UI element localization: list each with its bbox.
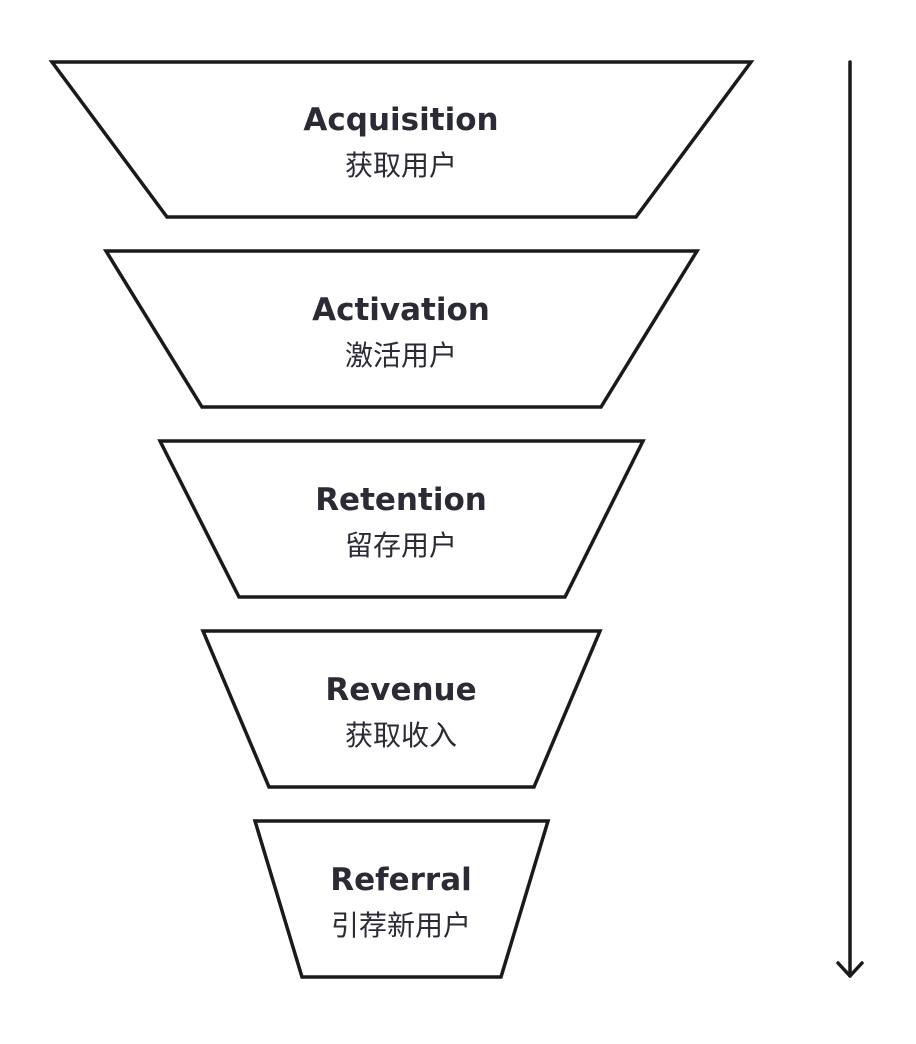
funnel-stage-activation: Activation 激活用户 [102, 249, 701, 409]
stage-title: Referral [330, 862, 472, 898]
stage-title: Revenue [325, 672, 476, 708]
stage-title: Activation [312, 292, 490, 328]
stage-subtitle: 引荐新用户 [331, 909, 471, 942]
funnel-stage-acquisition: Acquisition 获取用户 [48, 60, 755, 219]
funnel-stage-shape [200, 629, 603, 789]
stage-subtitle: 激活用户 [345, 339, 457, 372]
arrow-head [836, 961, 864, 978]
stage-subtitle: 获取用户 [345, 149, 457, 182]
funnel-stage-shape [157, 439, 646, 599]
funnel-stage-referral: Referral 引荐新用户 [252, 819, 551, 979]
funnel-stage-retention: Retention 留存用户 [157, 439, 646, 599]
stage-subtitle: 获取收入 [345, 719, 457, 752]
down-arrow-icon [836, 60, 864, 978]
stage-title: Retention [315, 482, 487, 518]
stage-subtitle: 留存用户 [345, 529, 457, 562]
funnel-stage-shape [48, 60, 755, 219]
funnel-stage-revenue: Revenue 获取收入 [200, 629, 603, 789]
funnel-stage-shape [102, 249, 701, 409]
stage-title: Acquisition [303, 102, 498, 138]
funnel-stage-shape [252, 819, 551, 979]
